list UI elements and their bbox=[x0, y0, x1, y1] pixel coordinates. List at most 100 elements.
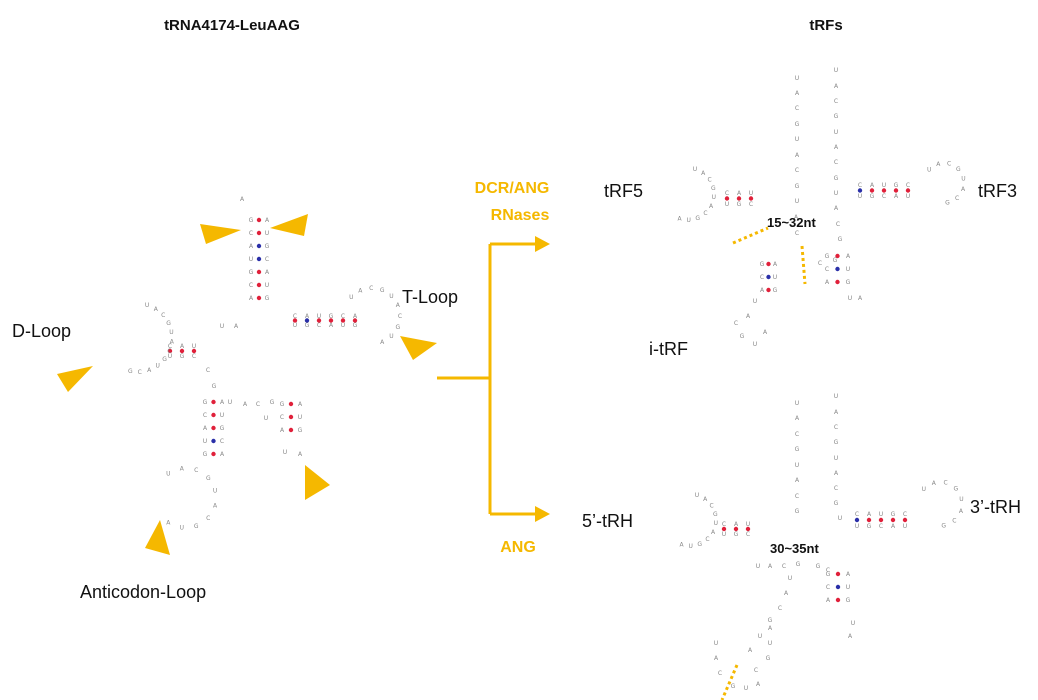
nucleotide: A bbox=[329, 322, 334, 329]
nucleotide: C bbox=[795, 431, 799, 438]
base-pair-dot bbox=[211, 413, 215, 417]
nucleotide: A bbox=[220, 451, 225, 458]
nucleotide: U bbox=[264, 415, 268, 422]
nucleotide: C bbox=[834, 424, 838, 431]
nucleotide: G bbox=[380, 287, 385, 294]
nucleotide: G bbox=[941, 523, 946, 530]
nucleotide: C bbox=[734, 320, 738, 327]
nucleotide: U bbox=[753, 341, 757, 348]
nucleotide: C bbox=[206, 515, 210, 522]
nucleotide: A bbox=[678, 216, 683, 223]
nucleotide: G bbox=[945, 200, 950, 207]
base-pair-dot bbox=[211, 439, 215, 443]
nucleotide: U bbox=[714, 520, 718, 527]
base-pair-dot bbox=[766, 288, 770, 292]
nucleotide: C bbox=[192, 353, 196, 360]
nucleotide: C bbox=[778, 605, 782, 612]
nucleotide: A bbox=[240, 196, 245, 203]
nucleotide: U bbox=[155, 363, 159, 370]
nucleotide: A bbox=[249, 295, 254, 302]
base-pair-dot bbox=[903, 518, 907, 522]
nucleotide: G bbox=[953, 486, 958, 493]
nucleotide: C bbox=[826, 584, 830, 591]
base-pair-dot bbox=[329, 318, 333, 322]
base-pair-dot bbox=[257, 283, 261, 287]
nucleotide: A bbox=[846, 253, 851, 260]
nucleotide: G bbox=[270, 399, 275, 406]
nucleotide: U bbox=[846, 584, 850, 591]
base-pair-dot bbox=[192, 349, 196, 353]
nucleotide: G bbox=[834, 439, 839, 446]
base-pair-dot bbox=[722, 527, 726, 531]
nucleotide: C bbox=[906, 182, 910, 189]
base-pair-dot bbox=[317, 318, 321, 322]
nucleotide: C bbox=[710, 503, 714, 510]
nucleotide: G bbox=[795, 508, 800, 515]
nucleotide: U bbox=[846, 266, 850, 273]
nucleotide: U bbox=[834, 129, 838, 136]
3-trh-label: 3’-tRH bbox=[970, 497, 1021, 517]
base-pair-dot bbox=[746, 527, 750, 531]
nucleotide: G bbox=[834, 500, 839, 507]
nucleotide: U bbox=[249, 256, 253, 263]
base-pair-dot bbox=[289, 402, 293, 406]
base-pair-dot bbox=[835, 267, 839, 271]
nucleotide: G bbox=[711, 185, 716, 192]
trf5-label: tRF5 bbox=[604, 181, 643, 201]
base-pair-dot bbox=[882, 188, 886, 192]
nucleotide: U bbox=[389, 293, 393, 300]
nucleotide: A bbox=[298, 401, 303, 408]
nucleotide: U bbox=[795, 462, 799, 469]
cut-marker-trf5 bbox=[733, 228, 768, 243]
nucleotide: U bbox=[834, 67, 838, 74]
nucleotide: U bbox=[341, 322, 345, 329]
nucleotide: A bbox=[748, 647, 753, 654]
nucleotide: C bbox=[795, 230, 799, 237]
nucleotide: A bbox=[932, 480, 937, 487]
nucleotide: U bbox=[293, 322, 297, 329]
nucleotide: G bbox=[206, 475, 211, 482]
nucleotide: A bbox=[180, 465, 185, 472]
d-loop-label: D-Loop bbox=[12, 321, 71, 341]
nucleotide: U bbox=[220, 412, 224, 419]
nucleotide: G bbox=[713, 511, 718, 518]
nucleotide: U bbox=[389, 333, 393, 340]
nucleotide: U bbox=[756, 563, 760, 570]
nucleotide: C bbox=[369, 285, 373, 292]
nucleotide: C bbox=[703, 210, 707, 217]
nucleotide: C bbox=[782, 563, 786, 570]
nucleotide: U bbox=[693, 166, 697, 173]
lower-arrowhead bbox=[535, 506, 550, 522]
nucleotide: C bbox=[749, 201, 753, 208]
base-pair-dot bbox=[749, 196, 753, 200]
nucleotide: A bbox=[170, 339, 175, 346]
cut-marker-trf3 bbox=[802, 246, 805, 284]
nucleotide: U bbox=[722, 531, 726, 538]
nucleotide: U bbox=[686, 217, 690, 224]
nucleotide: U bbox=[855, 523, 859, 530]
cleavage-arrowhead-dloop bbox=[57, 366, 93, 392]
base-pair-dot bbox=[858, 188, 862, 192]
nucleotide: C bbox=[825, 266, 829, 273]
cleavage-arrows bbox=[57, 214, 437, 555]
base-pair-dot bbox=[289, 415, 293, 419]
nucleotide: A bbox=[203, 425, 208, 432]
nucleotide: G bbox=[166, 320, 171, 327]
nucleotide: C bbox=[265, 256, 269, 263]
nucleotide: C bbox=[249, 230, 253, 237]
nucleotide: C bbox=[280, 414, 284, 421]
nucleotide: G bbox=[265, 295, 270, 302]
nucleotide: A bbox=[936, 161, 941, 168]
nucleotide: G bbox=[846, 279, 851, 286]
nucleotide: G bbox=[956, 166, 961, 173]
nucleotide: G bbox=[353, 322, 358, 329]
nucleotide: A bbox=[396, 302, 401, 309]
nucleotide: G bbox=[128, 368, 133, 375]
nucleotide: A bbox=[870, 182, 875, 189]
nucleotide: C bbox=[879, 523, 883, 530]
nucleotide: G bbox=[870, 193, 875, 200]
base-pair-dot bbox=[867, 518, 871, 522]
nucleotide: A bbox=[760, 287, 765, 294]
nucleotide: C bbox=[903, 511, 907, 518]
